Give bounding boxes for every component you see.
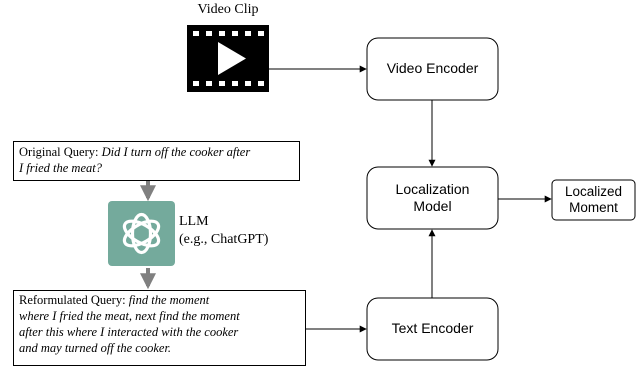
video-clip-icon <box>187 25 269 92</box>
llm-example: (e.g., ChatGPT) <box>179 232 269 247</box>
reformulated-query-text3: after this where I interacted with the c… <box>19 325 239 339</box>
localization-model-box <box>366 166 499 230</box>
reformulated-query-text2: where I fried the meat, next find the mo… <box>19 309 240 323</box>
localized-moment-line1: Localized <box>564 184 623 199</box>
original-query-text1: Did I turn off the cooker after <box>101 145 251 159</box>
reformulated-query-line4: and may turned off the cooker. <box>19 340 300 356</box>
original-query-text2: I fried the meat? <box>19 161 102 175</box>
chatgpt-logo-icon <box>108 201 175 266</box>
video-clip-label: Video Clip <box>197 2 259 17</box>
video-encoder-label: Video Encoder <box>367 38 498 100</box>
localization-model-line2: Model <box>413 198 452 214</box>
reformulated-query-line2: where I fried the meat, next find the mo… <box>19 308 300 324</box>
localized-moment-box <box>551 179 636 221</box>
reformulated-query-text4: and may turned off the cooker. <box>19 341 172 355</box>
llm-title: LLM <box>179 214 209 229</box>
localization-model-label: Localization Model <box>367 167 498 229</box>
original-query-line2: I fried the meat? <box>19 160 294 176</box>
reformulated-query-label: Reformulated Query: <box>19 293 126 307</box>
text-encoder-text: Text Encoder <box>391 320 474 337</box>
localization-model-line1: Localization <box>395 180 470 197</box>
localized-moment-label: Localized Moment <box>552 180 635 220</box>
reformulated-query-text1: find the moment <box>128 293 210 307</box>
text-encoder-label: Text Encoder <box>367 298 498 360</box>
video-encoder-text: Video Encoder <box>386 60 479 77</box>
original-query-label: Original Query: <box>19 145 99 159</box>
original-query-box: Original Query: Did I turn off the cooke… <box>13 141 300 181</box>
reformulated-query-line3: after this where I interacted with the c… <box>19 324 300 340</box>
original-query-line1: Original Query: Did I turn off the cooke… <box>19 144 294 160</box>
reformulated-query-line1: Reformulated Query: find the moment <box>19 292 300 308</box>
localized-moment-line2: Moment <box>569 200 618 215</box>
llm-label: LLM (e.g., ChatGPT) <box>179 213 268 249</box>
reformulated-query-box: Reformulated Query: find the moment wher… <box>13 290 306 366</box>
